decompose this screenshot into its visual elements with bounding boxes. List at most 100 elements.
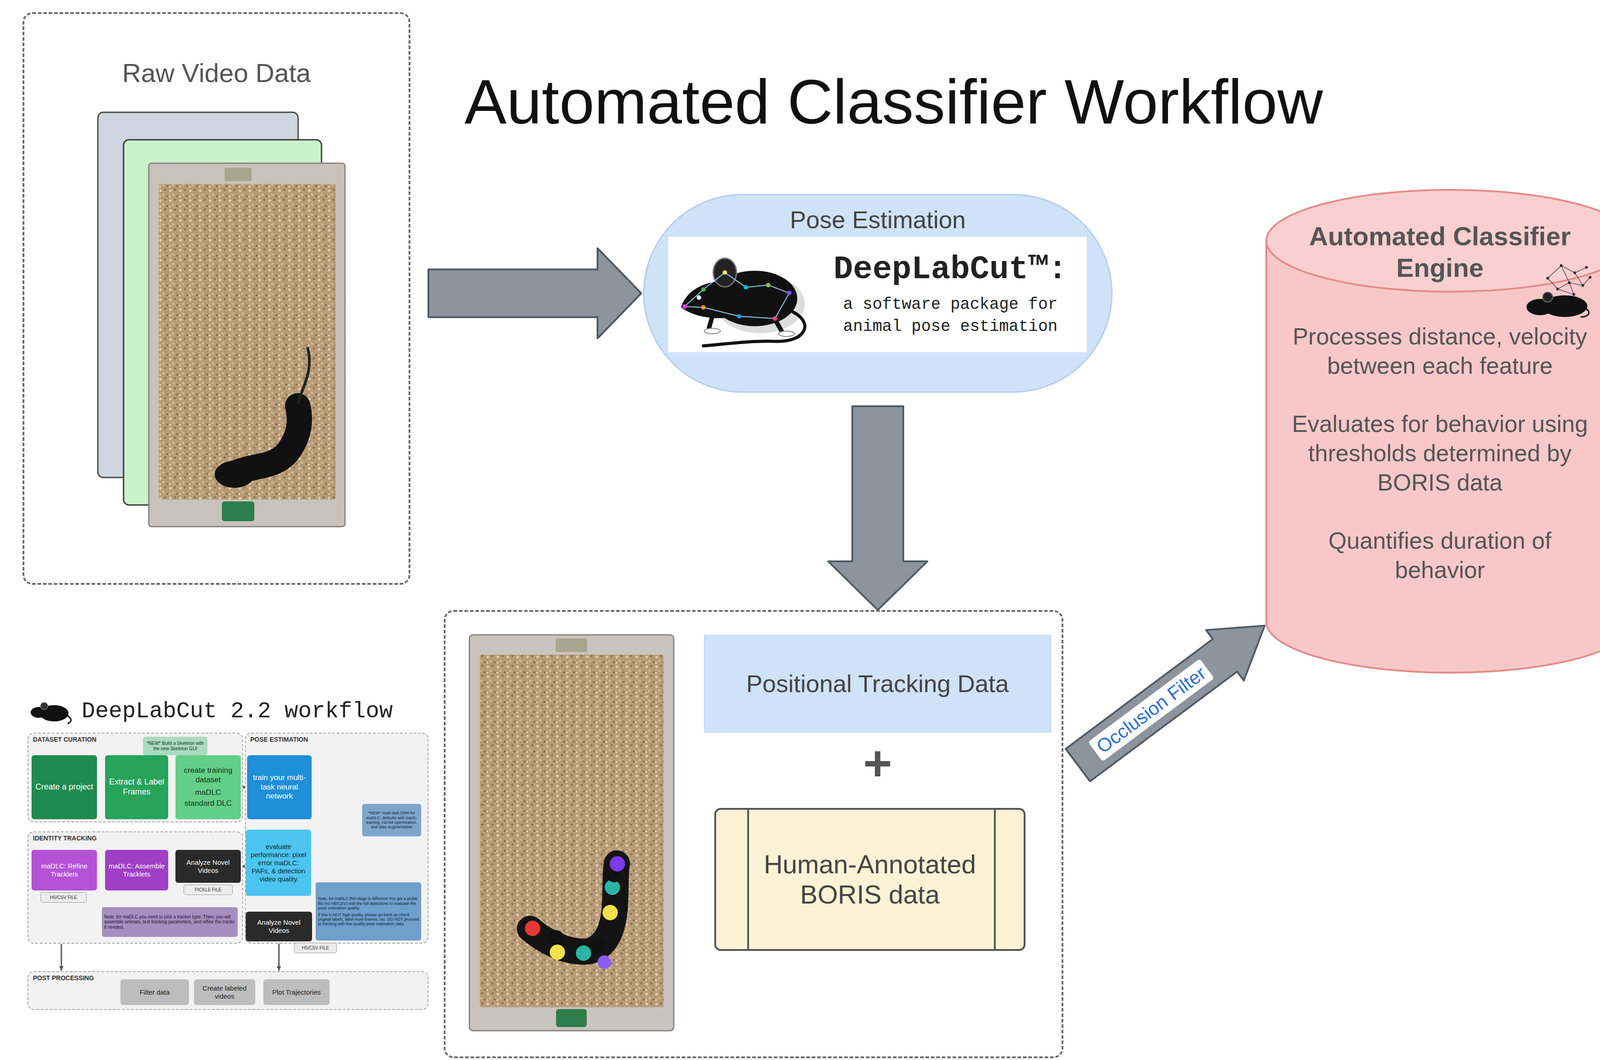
- file-tag: PICKLE FILE: [183, 884, 233, 896]
- keypoint-markers: [575, 945, 592, 961]
- keypoint-markers: [549, 944, 566, 961]
- node-label: H5/CSV FILE: [50, 895, 78, 901]
- tracked-mouse-photo: [479, 654, 664, 1008]
- node-label: maDLC: [195, 788, 222, 798]
- dashed-panel: Raw Video Data: [22, 12, 411, 585]
- process-box: maDLC: Refine Tracklets: [31, 850, 97, 891]
- diagram-title: Automated Classifier Workflow: [464, 64, 1324, 140]
- connector-arrow: [278, 942, 280, 971]
- node-label: Create labeled videos: [196, 984, 253, 1001]
- group-panel: DATASET CURATION*NEW* Build a Skeleton w…: [27, 732, 244, 823]
- file-tag: H5/CSV FILE: [294, 942, 337, 954]
- node-label: maDLC: Refine Tracklets: [34, 862, 95, 879]
- edge-label: Occlusion Filter: [1088, 658, 1215, 763]
- keypoint-markers: [548, 930, 564, 946]
- node-label: Processes distance, velocity between eac…: [1288, 321, 1591, 381]
- cage-photo: [221, 501, 255, 522]
- process-box: Create a project: [31, 755, 97, 820]
- node-label: PICKLE FILE: [194, 887, 222, 893]
- node-label: IDENTITY TRACKING: [32, 834, 238, 843]
- group-panel: POST PROCESSINGFilter dataCreate labeled…: [27, 971, 429, 1011]
- logo-icon: [30, 702, 72, 724]
- cage-photo: [214, 460, 255, 488]
- process-box: Create labeled videos: [193, 979, 256, 1006]
- process-box: evaluate performance: pixel error maDLC:…: [245, 829, 312, 897]
- node-label: evaluate performance: pixel error maDLC:…: [248, 842, 309, 884]
- process-box: Analyze Novel Videos: [175, 850, 241, 883]
- group-panel: IDENTITY TRACKING maDLC: Refine Tracklets…: [27, 831, 244, 944]
- node-label: a software package for animal pose estim…: [818, 294, 1083, 338]
- node-label: Note, for maDLC this stage is different!…: [317, 896, 419, 911]
- data-box: Positional Tracking Data: [703, 634, 1052, 733]
- cylinder-body: [1266, 240, 1600, 673]
- cylinder-top: [1266, 189, 1600, 292]
- node-label: Analyze Novel Videos: [178, 858, 239, 875]
- file-tag: H5/CSV FILE: [40, 892, 87, 903]
- pill-box: Pose EstimationDeepLabCut™: a software pa…: [643, 193, 1113, 393]
- node-label: *NEW* Build a Skeleton with the new Skel…: [145, 740, 206, 752]
- block-arrow: [828, 406, 928, 611]
- network-mouse-icon: [1526, 264, 1592, 318]
- node-label: train your multi-task neural network: [249, 773, 309, 801]
- node-label: Evaluates for behavior using thresholds …: [1288, 409, 1591, 498]
- node-label: maDLC: Assemble Tracklets: [107, 862, 166, 879]
- block-arrow: [428, 248, 642, 339]
- logo-icon: [67, 715, 72, 724]
- tracked-mouse-photo: [529, 863, 617, 952]
- node-label: Raw Video Data: [24, 57, 409, 89]
- tracked-mouse-photo: [469, 634, 674, 1031]
- node-label: Automated Classifier Engine: [1288, 220, 1591, 284]
- node-label: Pose Estimation: [644, 205, 1112, 235]
- note-box: Note, for maDLC this stage is different!…: [315, 882, 422, 941]
- node-label: Create a project: [35, 782, 93, 793]
- note-box: *NEW* multi-task DNN for maDLC: defaults…: [362, 804, 422, 837]
- process-box: train your multi-task neural network: [247, 755, 312, 820]
- keypoint-markers: [602, 905, 618, 921]
- note-box: *NEW* Build a Skeleton with the new Skel…: [142, 736, 208, 756]
- note-box: Note, for maDLC you need to pick a track…: [101, 907, 238, 938]
- node-label: +: [855, 734, 901, 793]
- dashed-panel: + Positional Tracking DataHuman-Annotated…: [443, 610, 1064, 1059]
- node-label: If this is NOT high quality, please go b…: [317, 912, 419, 927]
- node-label: Filter data: [139, 988, 171, 997]
- logo-box: DeepLabCut™: a software package for anima…: [668, 236, 1087, 353]
- tracked-mouse-photo: [555, 638, 588, 653]
- node-label: Quantifies duration of behavior: [1288, 526, 1591, 585]
- cage-photo: [148, 163, 345, 527]
- node-label: POSE ESTIMATION: [250, 735, 423, 744]
- keypoint-markers: [524, 856, 626, 970]
- process-box: create training datasetmaDLCstandard DLC: [175, 755, 241, 820]
- logo-mouse: [680, 258, 805, 346]
- node-label: DeepLabCut 2.2 workflow: [81, 698, 429, 725]
- process-box: maDLC: Assemble Tracklets: [105, 850, 169, 891]
- keypoint-markers: [597, 955, 612, 970]
- tracked-mouse-photo: [556, 1009, 587, 1028]
- node-label: Note, for maDLC you need to pick a track…: [104, 914, 236, 931]
- cylinder-store: Automated Classifier EngineProcesses dis…: [1265, 188, 1600, 674]
- tracked-mouse-photo: [469, 634, 674, 1031]
- cage-photo: [158, 183, 336, 500]
- node-label: Extract & Label Frames: [107, 777, 166, 797]
- node-label: H5/CSV FILE: [301, 945, 329, 951]
- node-label: Positional Tracking Data: [746, 669, 1009, 699]
- node-label: Analyze Novel Videos: [248, 918, 310, 935]
- process-box: Analyze Novel Videos: [245, 911, 313, 942]
- block-arrow: [1065, 625, 1265, 782]
- keypoint-markers: [524, 920, 541, 937]
- cage-photo: [148, 163, 345, 527]
- logo-icon: [40, 702, 48, 710]
- scroll-edge: [993, 809, 996, 950]
- cage-photo: [224, 167, 252, 182]
- workflow-figure: DeepLabCut 2.2 workflowDATASET CURATION*…: [25, 694, 429, 1011]
- node-label: DeepLabCut™:: [818, 252, 1083, 288]
- keypoint-markers: [609, 856, 626, 872]
- node-label: Plot Trajectories: [272, 988, 322, 997]
- group-panel: POSE ESTIMATION train your multi-task neu…: [244, 732, 429, 944]
- document-box: Human-Annotated BORIS data: [714, 808, 1026, 952]
- process-box: Filter data: [120, 979, 189, 1006]
- keypoint-markers: [590, 938, 606, 954]
- process-box: Plot Trajectories: [263, 979, 330, 1006]
- process-box: Extract & Label Frames: [105, 755, 169, 820]
